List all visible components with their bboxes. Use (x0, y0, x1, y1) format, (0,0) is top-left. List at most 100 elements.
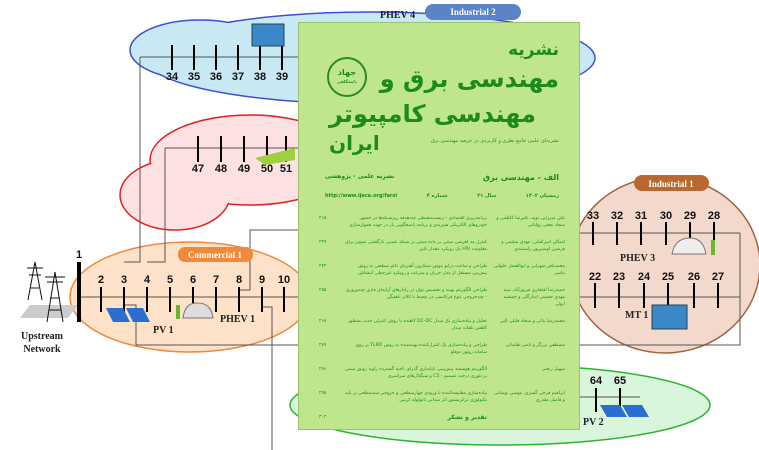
toc-title: کنترل مد لغزشی مبتنی بر داده مبتنی بر شب… (344, 240, 487, 252)
bus-number: 29 (684, 210, 696, 222)
toc-item[interactable]: حمیدرضا افتخاری فیروزآباد، سید مهدی حسین… (319, 287, 565, 308)
bus-number: 39 (276, 71, 288, 83)
bus-number: 38 (254, 71, 266, 83)
network-label: Network (23, 344, 61, 355)
toc-authors: محمدرضا بنائی و سجاد قلیلی الیی (499, 319, 565, 324)
toc-title: تحلیل و پیاده‌سازی یک مبدل DC-DC کاهنده … (348, 319, 487, 331)
bus-number: 50 (261, 163, 273, 175)
cloud-industrial-1: Industrial 1 (569, 175, 759, 354)
toc-page: ۲۲۹ (319, 240, 327, 245)
cover-title-4: ایران (329, 131, 380, 155)
section-label: الف - مهندسی برق (482, 173, 559, 182)
industrial-2-buses: 34 35 36 37 38 39 (166, 45, 288, 83)
bus-number: 36 (210, 71, 222, 83)
bus-number: 7 (213, 274, 219, 286)
toc-page: ۲۹۵ (319, 391, 327, 396)
solar-panel-icon (106, 308, 150, 322)
industrial-2-label: Industrial 2 (450, 7, 496, 17)
bus-number: 4 (144, 274, 151, 286)
toc-authors: حمیدرضا افتخاری فیروزآباد، سید مهدی حسین… (503, 288, 565, 307)
bus-number: 22 (589, 271, 601, 283)
bus-number: 33 (587, 210, 599, 222)
volume-year: سال ۲۱ (477, 193, 497, 199)
bus-number: 6 (190, 274, 196, 286)
ev-car-icon (671, 237, 715, 255)
table-of-contents: علی میرزایی نوید، علیرضا کاظمی و سجاد نج… (319, 215, 565, 431)
toc-item[interactable]: علی میرزایی نوید، علیرضا کاظمی و سجاد نج… (319, 215, 565, 229)
cover-title-3: مهندسی کامپیوتر (329, 100, 537, 128)
cover-subtitle: نشریه‌ای علمی جامع نظری و کاربردی در عرص… (431, 138, 559, 144)
bus-number: 3 (121, 274, 127, 286)
transmission-tower-icon (20, 261, 78, 323)
wind-farm-icon (255, 148, 295, 165)
bus-number: 47 (192, 163, 204, 175)
bus-number: 5 (167, 274, 173, 286)
toc-title: الگوریتم هوشمند پیش‌بینی ناپایداری گذرای… (344, 367, 487, 379)
toc-item[interactable]: سهیل رنجبر الگوریتم هوشمند پیش‌بینی ناپای… (319, 366, 565, 380)
toc-page: ۲۶۸ (319, 319, 327, 324)
bus-number: 9 (259, 274, 265, 286)
bus-number: 35 (188, 71, 200, 83)
ev-car-icon (176, 302, 214, 319)
journal-type: نشریه علمی - پژوهشی (325, 173, 395, 180)
feeder-lines (79, 56, 741, 450)
bus-number: 31 (635, 210, 647, 222)
industrial-1-label: Industrial 1 (648, 179, 694, 189)
toc-item[interactable]: ابراهیم فرجی گسری، موسی بوشانی و فاضل مق… (319, 390, 565, 404)
bus-number: 32 (611, 210, 623, 222)
upstream-label: Upstream (21, 331, 64, 342)
toc-authors: اشکان اسرافیلی، مهدی سلیمی و فرشین اوشیر… (501, 240, 565, 252)
commercial-buses: 1 2 3 4 5 6 7 8 9 10 (76, 249, 290, 322)
season: زمستان ۱۴۰۲ (525, 193, 559, 199)
cover-title-1: نشریه (508, 40, 559, 60)
cover-title-2: مهندسی برق و (379, 65, 559, 93)
bus-number: 27 (712, 271, 724, 283)
industrial-2-badge (425, 4, 521, 20)
pv2-label: PV 2 (583, 417, 604, 428)
bus-number: 8 (236, 274, 242, 286)
solar-panel-icon (600, 405, 649, 417)
bus-number: 23 (613, 271, 625, 283)
toc-item[interactable]: اشکان اسرافیلی، مهدی سلیمی و فرشین اوشیر… (319, 239, 565, 253)
industrial-1-badge (634, 175, 709, 191)
bus-number: 24 (638, 271, 651, 283)
mt1-label: MT 1 (625, 310, 648, 321)
bus-number: 2 (98, 274, 104, 286)
bus-number: 64 (590, 375, 603, 387)
toc-title: طراحی الگوریتم بهینه و تخصیص توان در راد… (345, 288, 487, 300)
bus-number: 49 (238, 163, 250, 175)
toc-title: طراحی و ساخت درایو موتور سنکرون آهنربای … (357, 264, 487, 276)
bus-number: 65 (614, 375, 626, 387)
bus-number: 34 (166, 71, 179, 83)
bus-number: 48 (215, 163, 227, 175)
bus-number: 37 (232, 71, 244, 83)
toc-item[interactable]: محمدرضا بنائی و سجاد قلیلی الیی تحلیل و پ… (319, 318, 565, 332)
bus-number: 1 (76, 249, 82, 261)
toc-authors: محمدباقر سهرابی و ابوالفضل حلوایی نیاسر (493, 264, 565, 276)
toc-page: ۲۴۲ (319, 264, 327, 269)
generator-icon (651, 304, 688, 330)
toc-title: پیاده‌سازی مقایسه‌کننده با ورودی چهارسطح… (345, 391, 487, 403)
bus-number: 25 (662, 271, 674, 283)
journal-url[interactable]: http://www.ijece.org/farsi (325, 193, 398, 199)
commercial-1-label: Commercial 1 (188, 250, 243, 260)
bus-number: 51 (280, 163, 292, 175)
commercial-1-badge (178, 247, 253, 262)
toc-item[interactable]: محمدباقر سهرابی و ابوالفضل حلوایی نیاسر ط… (319, 263, 565, 277)
toc-authors: سهیل رنجبر (542, 367, 565, 372)
phev1-label: PHEV 1 (220, 314, 255, 325)
toc-authors: ابراهیم فرجی گسری، موسی بوشانی و فاضل مق… (494, 391, 565, 403)
toc-page: ۲۱۵ (319, 216, 327, 221)
phev3-label: PHEV 3 (620, 253, 655, 264)
generator-icon (251, 23, 285, 47)
issue-number: شماره ۴ (426, 193, 448, 199)
toc-authors: علی میرزایی نوید، علیرضا کاظمی و سجاد نج… (496, 216, 565, 228)
toc-authors: مصطفی برزگر و ناصر تقاشانی (505, 343, 565, 348)
bus-number: 10 (278, 274, 290, 286)
toc-page: ۲۵۵ (319, 288, 327, 293)
